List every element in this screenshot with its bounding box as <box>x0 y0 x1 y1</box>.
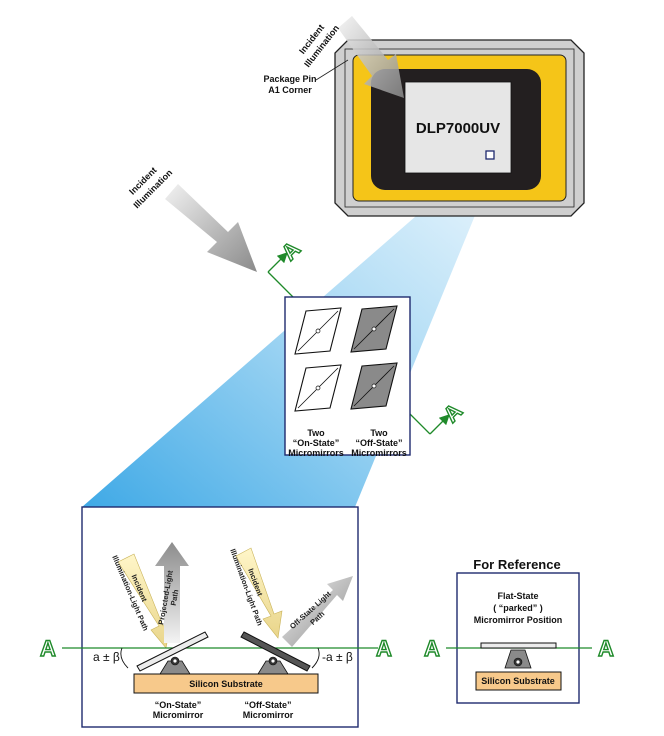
grid-off-label-3: Micromirrors <box>351 448 407 458</box>
section-marker-a: A <box>598 636 614 661</box>
projected-light-arrow <box>155 542 189 643</box>
cs-on-label-1: “On-State” <box>155 700 202 710</box>
pin-label-2: A1 Corner <box>268 85 312 95</box>
section-marker-a: A <box>424 636 440 661</box>
pin-leader-line <box>315 59 349 81</box>
angle-right-label: -a ± β <box>322 650 353 664</box>
reference-substrate-label: Silicon Substrate <box>481 676 555 686</box>
flat-state-micromirror <box>480 642 557 669</box>
reference-title: For Reference <box>473 557 560 572</box>
chip-illumination-arrow <box>338 16 404 98</box>
grid-off-label-1: Two <box>370 428 388 438</box>
angle-arc-left <box>120 647 129 669</box>
angle-left-label: a ± β <box>93 650 120 664</box>
reference-substrate <box>475 671 562 691</box>
grid-on-label-1: Two <box>307 428 325 438</box>
cs-off-label-2: Micromirror <box>243 710 294 720</box>
reference-line-3: Micromirror Position <box>474 615 563 625</box>
reference-line-2: ( “parked” ) <box>493 603 543 613</box>
cs-off-label-1: “Off-State” <box>245 700 292 710</box>
incident-light-arrow-off <box>235 547 283 639</box>
reference-line-1: Flat-State <box>497 591 538 601</box>
grid-on-label-2: “On-State” <box>293 438 340 448</box>
incident-illumination-arrow <box>165 184 257 272</box>
section-marker-a: A <box>276 236 305 265</box>
grid-off-label-2: “Off-State” <box>356 438 403 448</box>
grid-on-label-3: Micromirrors <box>288 448 344 458</box>
dmd-package <box>334 39 585 217</box>
section-marker-a: A <box>376 636 392 661</box>
projected-label-2: Path <box>169 588 181 606</box>
off-state-mirror <box>350 305 398 353</box>
off-state-mirror <box>350 362 398 410</box>
on-state-mirror <box>294 307 342 355</box>
angle-arc-right <box>311 647 320 669</box>
section-marker-a: A <box>40 636 56 661</box>
on-state-mirror <box>294 364 342 412</box>
zoom-region-marker <box>485 150 495 160</box>
silicon-substrate <box>133 673 319 694</box>
offstate-light-arrow <box>282 576 353 647</box>
chip-name: DLP7000UV <box>416 120 500 137</box>
cs-on-label-2: Micromirror <box>153 710 204 720</box>
on-state-micromirror <box>136 631 209 675</box>
substrate-label: Silicon Substrate <box>189 679 263 689</box>
section-marker-a: A <box>438 398 467 427</box>
pin-label-1: Package Pin <box>263 74 316 84</box>
